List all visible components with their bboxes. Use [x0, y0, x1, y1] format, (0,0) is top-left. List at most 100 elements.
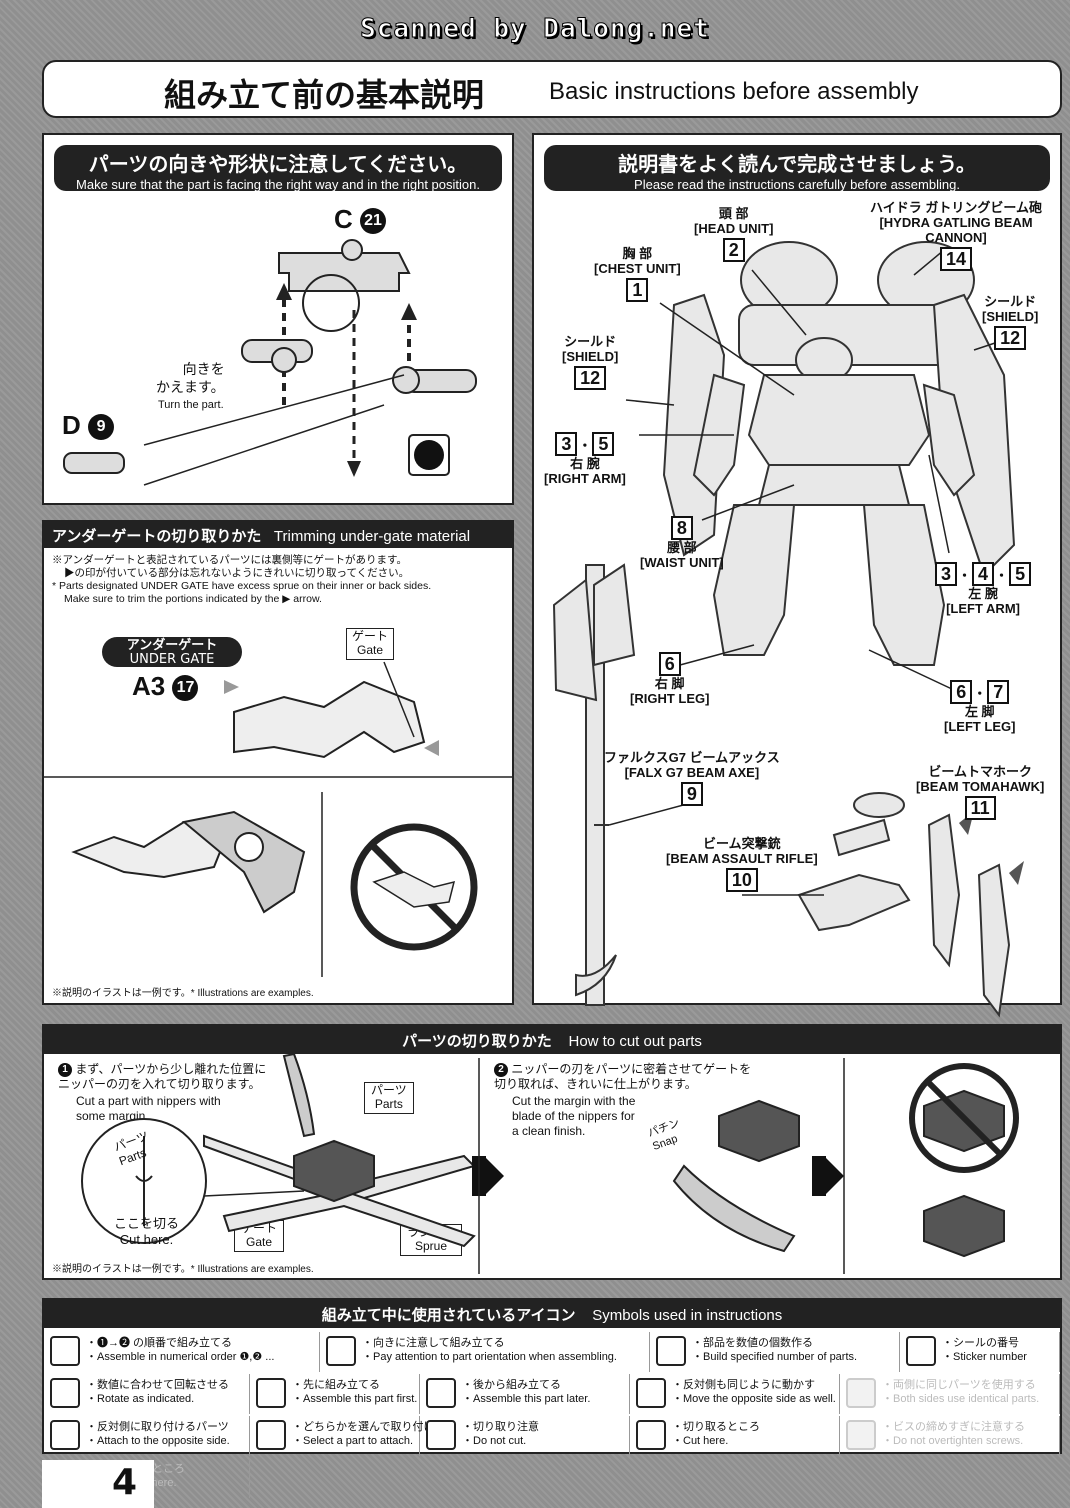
- symbol-text-jp: ・後から組み立てる: [462, 1379, 561, 1391]
- symbol-text-en: ・Both sides use identical parts.: [882, 1393, 1040, 1406]
- label-hydra-cannon: ハイドラ ガトリングビーム砲 [HYDRA GATLING BEAM CANNO…: [852, 200, 1060, 272]
- read-heading: 説明書をよく読んで完成させましょう。 Please read the instr…: [544, 145, 1050, 192]
- label-right-arm: 3・5 右 腕 [RIGHT ARM]: [544, 432, 626, 486]
- symbol-text: ・両側に同じパーツを使用する・Both sides use identical …: [882, 1378, 1039, 1407]
- cut-step2-jp-text: ニッパーの刃をパーツに密着させてゲートを 切り取れば、きれいに仕上がります。: [494, 1062, 752, 1091]
- symbol-text-en: ・Sticker number: [942, 1351, 1027, 1364]
- label-hydra-en: [HYDRA GATLING BEAM CANNON]: [879, 214, 1033, 245]
- gate-callout: ゲート Gate: [346, 628, 395, 660]
- symbols-heading: 組み立て中に使用されているアイコン Symbols used in instru…: [44, 1300, 1060, 1328]
- under-gate-badge: アンダーゲート UNDER GATE: [102, 637, 242, 667]
- label-shield-right-num: 12: [994, 325, 1027, 350]
- gate-callout-2: ゲート Gate: [234, 1220, 285, 1252]
- trimming-panel: アンダーゲートの切り取りかた Trimming under-gate mater…: [42, 520, 514, 1005]
- trimming-note-jp-1: ※アンダーゲートと表記されているパーツには裏側等にゲートがあります。: [52, 554, 408, 566]
- scan-credit: Scanned by Dalong.net: [360, 14, 710, 45]
- orientation-heading: パーツの向きや形状に注意してください。 Make sure that the p…: [54, 145, 502, 192]
- later-icon: [426, 1378, 456, 1408]
- cut-step2-en: Cut the margin with the blade of the nip…: [512, 1094, 636, 1138]
- identical-icon: [846, 1378, 876, 1408]
- parts-callout-en: Parts: [374, 1096, 403, 1111]
- label-left-leg-jp: 左 脚: [964, 704, 995, 719]
- label-left-leg-en: [LEFT LEG]: [944, 718, 1016, 734]
- parts-callout-jp: パーツ: [371, 1083, 407, 1097]
- read-title-jp: 説明書をよく読んで完成させましょう。: [618, 152, 976, 176]
- opposite-side-icon: [50, 1420, 80, 1450]
- cut-step2-jp: 2 ニッパーの刃をパーツに密着させてゲートを 切り取れば、きれいに仕上がります。: [494, 1062, 752, 1091]
- label-right-leg: 6 右 脚 [RIGHT LEG]: [630, 651, 709, 707]
- label-hydra-jp: ハイドラ ガトリングビーム砲: [870, 200, 1042, 215]
- symbol-text-en: ・Do not cut.: [462, 1435, 527, 1448]
- cut-step1-jp: 1 まず、パーツから少し離れた位置に ニッパーの刃を入れて切り取ります。: [58, 1062, 267, 1091]
- gate-jp: ゲート: [352, 629, 389, 643]
- trimming-title-jp: アンダーゲートの切り取りかた: [52, 528, 262, 545]
- symbol-item: ・ビスの締めすぎに注意する・Do not overtighten screws.: [840, 1416, 1060, 1456]
- label-beam-axe-num: 9: [680, 781, 703, 806]
- cut-illustration: [81, 1052, 1019, 1274]
- label-beam-rifle-num: 10: [725, 867, 758, 892]
- cut-title-jp: パーツの切り取りかた: [402, 1033, 552, 1050]
- label-chest-en: [CHEST UNIT]: [594, 260, 681, 276]
- symbol-item: ・両側に同じパーツを使用する・Both sides use identical …: [840, 1374, 1060, 1414]
- symbol-text-jp: ・先に組み立てる: [292, 1379, 380, 1391]
- first-icon: [256, 1378, 286, 1408]
- symbol-text-jp: ・部品を数値の個数作る: [692, 1337, 813, 1349]
- part-c-letter: C: [334, 204, 353, 234]
- trimming-heading: アンダーゲートの切り取りかた Trimming under-gate mater…: [44, 522, 512, 548]
- trimming-title-en: Trimming under-gate material: [273, 528, 471, 545]
- symbol-text-jp: ・反対側も同じように動かす: [672, 1379, 815, 1391]
- orientation-illustration: [63, 239, 477, 486]
- cut-here-en: Cut here.: [119, 1232, 174, 1248]
- label-left-leg: 6・7 左 脚 [LEFT LEG]: [944, 680, 1016, 734]
- cut-footnote: ※説明のイラストは一例です。* Illustrations are exampl…: [52, 1264, 314, 1275]
- label-waist-num: 8: [670, 516, 693, 540]
- orientation-title-jp: パーツの向きや形状に注意してください。: [88, 152, 468, 176]
- gate-en: Gate: [357, 642, 384, 657]
- symbol-text-jp: ・反対側に取り付けるパーツ: [86, 1421, 229, 1433]
- label-right-arm-num-2: 5: [592, 432, 615, 456]
- symbol-text: ・部品を数値の個数作る・Build specified number of pa…: [692, 1336, 857, 1365]
- symbol-text-en: ・Select a part to attach.: [292, 1435, 414, 1448]
- symbol-text: ・❶→❷ の順番で組み立てる・Assemble in numerical ord…: [86, 1336, 274, 1365]
- under-gate-en: UNDER GATE: [129, 652, 215, 667]
- title-jp: 組み立て前の基本説明: [164, 76, 485, 114]
- symbols-title-jp: 組み立て中に使用されているアイコン: [321, 1307, 576, 1324]
- symbol-text-jp: ・両側に同じパーツを使用する: [882, 1379, 1036, 1391]
- gate-callout-2-en: Gate: [246, 1234, 273, 1249]
- label-shield-left-jp: シールド: [564, 334, 617, 349]
- symbol-item: ・先に組み立てる・Assemble this part first.: [250, 1374, 420, 1414]
- title-bar: 組み立て前の基本説明 Basic instructions before ass…: [42, 60, 1062, 118]
- part-a3-number: 17: [172, 675, 199, 702]
- symbol-text-jp: ・ビスの締めすぎに注意する: [882, 1421, 1025, 1433]
- label-left-arm-num-3: 5: [1009, 562, 1032, 586]
- label-right-arm-jp: 右 腕: [570, 456, 600, 471]
- symbol-text-en: ・Build specified number of parts.: [692, 1351, 858, 1364]
- trimming-note-jp-2: ▶の印が付いている部分は忘れないようにきれいに切り取ってください。: [64, 567, 410, 580]
- cut-heading: パーツの切り取りかた How to cut out parts: [44, 1026, 1060, 1054]
- sticker-icon: [906, 1336, 936, 1366]
- label-beam-rifle-en: [BEAM ASSAULT RIFLE]: [666, 850, 818, 866]
- symbols-panel: 組み立て中に使用されているアイコン Symbols used in instru…: [42, 1298, 1062, 1498]
- trimming-note-en-1: * Parts designated UNDER GATE have exces…: [52, 580, 432, 593]
- mirror-icon: [636, 1378, 666, 1408]
- label-left-arm-en: [LEFT ARM]: [946, 600, 1020, 616]
- symbol-item: ・反対側に取り付けるパーツ・Attach to the opposite sid…: [44, 1416, 250, 1456]
- label-left-arm-num-2: 4: [972, 562, 995, 586]
- do-not-cut-icon: [426, 1420, 456, 1450]
- label-hydra-num: 14: [939, 246, 973, 271]
- symbol-text: ・向きに注意して組み立てる・Pay attention to part orie…: [362, 1336, 617, 1365]
- symbol-item: ・どちらかを選んで取り付ける・Select a part to attach.: [250, 1416, 445, 1456]
- label-beam-rifle-jp: ビーム突撃銃: [703, 836, 781, 851]
- label-beam-tomahawk-en: [BEAM TOMAHAWK]: [916, 778, 1045, 794]
- label-beam-rifle: ビーム突撃銃 [BEAM ASSAULT RIFLE] 10: [666, 836, 818, 893]
- label-left-leg-num-2: 7: [987, 680, 1010, 704]
- symbol-text: ・切り取るところ・Cut here.: [672, 1420, 760, 1449]
- page-number: 4: [42, 1460, 154, 1508]
- label-beam-axe: ファルクスG7 ビームアックス [FALX G7 BEAM AXE] 9: [604, 750, 780, 807]
- symbol-item: ・切り取るところ・Cut here.: [630, 1416, 840, 1456]
- symbol-text-en: ・Cut here.: [672, 1435, 729, 1448]
- symbol-item: ・後から組み立てる・Assemble this part later.: [420, 1374, 630, 1414]
- label-waist-en: [WAIST UNIT]: [640, 554, 724, 570]
- label-shield-right: シールド [SHIELD] 12: [982, 294, 1038, 351]
- symbol-text-en: ・Attach to the opposite side.: [86, 1435, 230, 1448]
